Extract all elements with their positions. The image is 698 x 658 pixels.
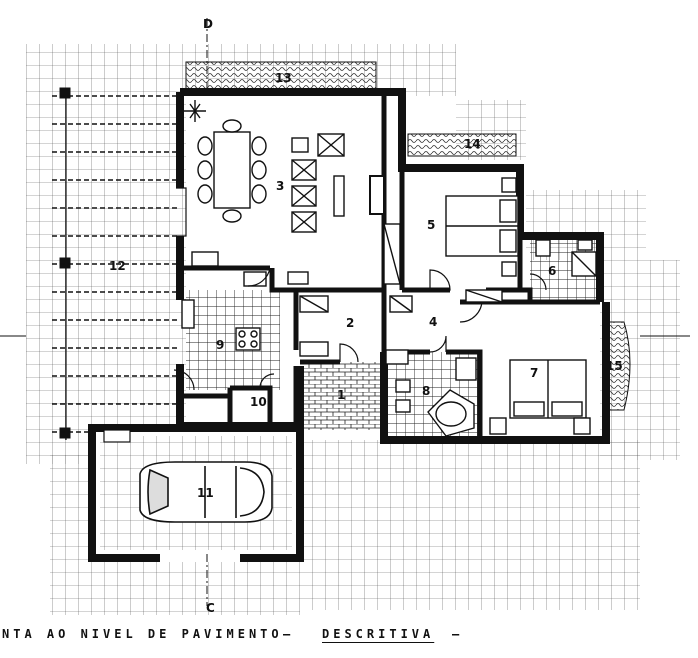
car-icon xyxy=(139,461,273,523)
hall-elements xyxy=(299,223,503,365)
entrance-brick-floor xyxy=(302,362,380,430)
caption-dash-left: — xyxy=(283,627,295,641)
fireplace-icon xyxy=(369,175,385,215)
room-labels: 1 2 3 4 5 6 7 8 9 10 11 12 13 14 15 xyxy=(109,71,623,500)
living-room-seating-icon xyxy=(191,133,345,285)
terrace-15 xyxy=(603,321,631,411)
room-label-7: 7 xyxy=(530,366,538,380)
room-label-1: 1 xyxy=(337,388,345,402)
plan-caption-subtitle: DESCRITIVA xyxy=(322,627,435,641)
room-label-13: 13 xyxy=(275,71,292,85)
kitchen-tiled-floor xyxy=(186,290,280,390)
room-label-9: 9 xyxy=(216,338,224,352)
room-label-4: 4 xyxy=(429,315,437,329)
section-mark-top: D xyxy=(203,17,213,31)
room-label-6: 6 xyxy=(548,264,556,278)
bathtub-icon xyxy=(395,357,477,437)
pergola-area-12 xyxy=(52,87,180,440)
terrace-14 xyxy=(407,133,517,157)
house-walls xyxy=(176,88,610,444)
double-bed-7-icon xyxy=(489,359,591,435)
room-label-8: 8 xyxy=(422,384,430,398)
room-label-10: 10 xyxy=(250,395,267,409)
room-label-12: 12 xyxy=(109,259,126,273)
bathroom-6-fixtures-icon xyxy=(535,239,597,277)
room-label-11: 11 xyxy=(197,486,214,500)
dining-table-icon xyxy=(197,119,267,223)
caption-dash-right: — xyxy=(452,627,464,641)
plan-caption: NTA AO NIVEL DE PAVIMENTO — DESCRITIVA — xyxy=(0,620,698,648)
section-axes xyxy=(0,18,690,606)
plan-caption-title: NTA AO NIVEL DE PAVIMENTO xyxy=(2,627,283,641)
double-bed-5-icon xyxy=(445,177,519,277)
door-swings xyxy=(173,187,547,391)
room-label-3: 3 xyxy=(276,179,284,193)
room-label-15: 15 xyxy=(606,359,623,373)
section-mark-bottom: C xyxy=(206,601,215,615)
room-label-14: 14 xyxy=(464,137,481,151)
room-label-5: 5 xyxy=(427,218,435,232)
plant-icon xyxy=(184,100,206,122)
terrace-13 xyxy=(185,61,377,91)
room-label-2: 2 xyxy=(346,316,354,330)
kitchen-fixtures-icon xyxy=(181,271,267,351)
